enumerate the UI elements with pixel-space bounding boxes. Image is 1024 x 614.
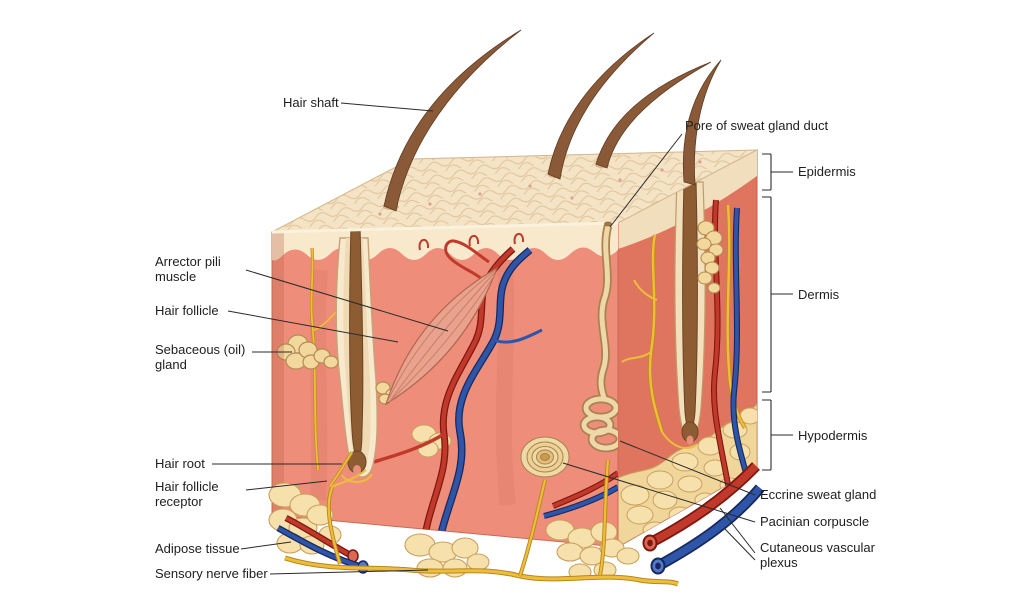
front-left-nerve (309, 247, 337, 471)
label-hair-shaft: Hair shaft (283, 95, 339, 110)
bracket-dermis (762, 196, 793, 393)
sweat-pore (604, 221, 612, 227)
bracket-hypodermis (762, 399, 793, 471)
leader-sensory-nerve-fiber (269, 569, 429, 575)
hair-follicle-receptor-structure (328, 451, 373, 488)
side-sebaceous-gland (696, 220, 724, 294)
arrector-pili-muscle-structure (384, 266, 499, 406)
skin-pores (378, 160, 702, 216)
leader-cutaneous-plexus-1 (719, 507, 756, 554)
label-cutaneous-line1: Cutaneous vascular (760, 540, 876, 555)
hair-shaft-2 (547, 32, 655, 180)
side-nerve-fibers (621, 204, 747, 450)
label-sensory-nerve-fiber: Sensory nerve fiber (155, 566, 268, 581)
label-epidermis: Epidermis (798, 164, 856, 179)
label-arrector-pili-line1: Arrector pili (155, 254, 221, 269)
side-adipose-lobules (620, 407, 757, 539)
leader-cutaneous-plexus-2 (723, 527, 756, 561)
right-face (617, 149, 758, 548)
hair-shaft-1 (383, 29, 522, 212)
label-pacinian-corpuscle: Pacinian corpuscle (760, 514, 869, 529)
hairs (383, 29, 722, 212)
label-hypodermis: Hypodermis (798, 428, 868, 443)
pacinian-corpuscle-structure (520, 436, 570, 478)
leader-hair-shaft (340, 102, 434, 112)
labels: Hair shaft Arrector pili muscle Hair fol… (155, 95, 876, 581)
leader-adipose-tissue (240, 541, 292, 550)
label-eccrine-sweat-gland: Eccrine sweat gland (760, 487, 876, 502)
label-pore-of-sweat-gland-duct: Pore of sweat gland duct (685, 118, 828, 133)
label-hair-follicle: Hair follicle (155, 303, 219, 318)
leader-eccrine-sweat-gland (619, 440, 756, 496)
label-sebaceous-line1: Sebaceous (oil) (155, 342, 245, 357)
leader-hair-follicle-receptor (245, 480, 328, 491)
leader-hair-follicle (227, 310, 399, 343)
sweat-gland-structure (579, 224, 618, 453)
sebaceous-gland-structure (276, 334, 399, 405)
label-arrector-pili-line2: muscle (155, 269, 196, 284)
label-dermis: Dermis (798, 287, 840, 302)
cutaneous-vascular-plexus-structure (642, 462, 765, 575)
vein (434, 247, 618, 547)
sensory-nerve-fiber-structure (284, 459, 679, 587)
side-hair-follicle (674, 179, 706, 445)
hair-follicle-structure (335, 225, 378, 478)
label-adipose-tissue: Adipose tissue (155, 541, 240, 556)
bottom-left-vessels (276, 515, 369, 574)
top-surface (271, 149, 758, 234)
leader-lines (212, 102, 793, 575)
leader-pore (609, 133, 683, 228)
hair-shaft-4 (682, 59, 722, 186)
label-cutaneous-line2: plexus (760, 555, 798, 570)
leader-arrector-pili (245, 269, 449, 332)
label-receptor-line2: receptor (155, 494, 203, 509)
bracket-epidermis (762, 153, 793, 191)
label-sebaceous-line2: gland (155, 357, 187, 372)
label-hair-root: Hair root (155, 456, 205, 471)
label-receptor-line1: Hair follicle (155, 479, 219, 494)
front-face (271, 222, 619, 548)
hair-shaft-3 (595, 61, 712, 169)
